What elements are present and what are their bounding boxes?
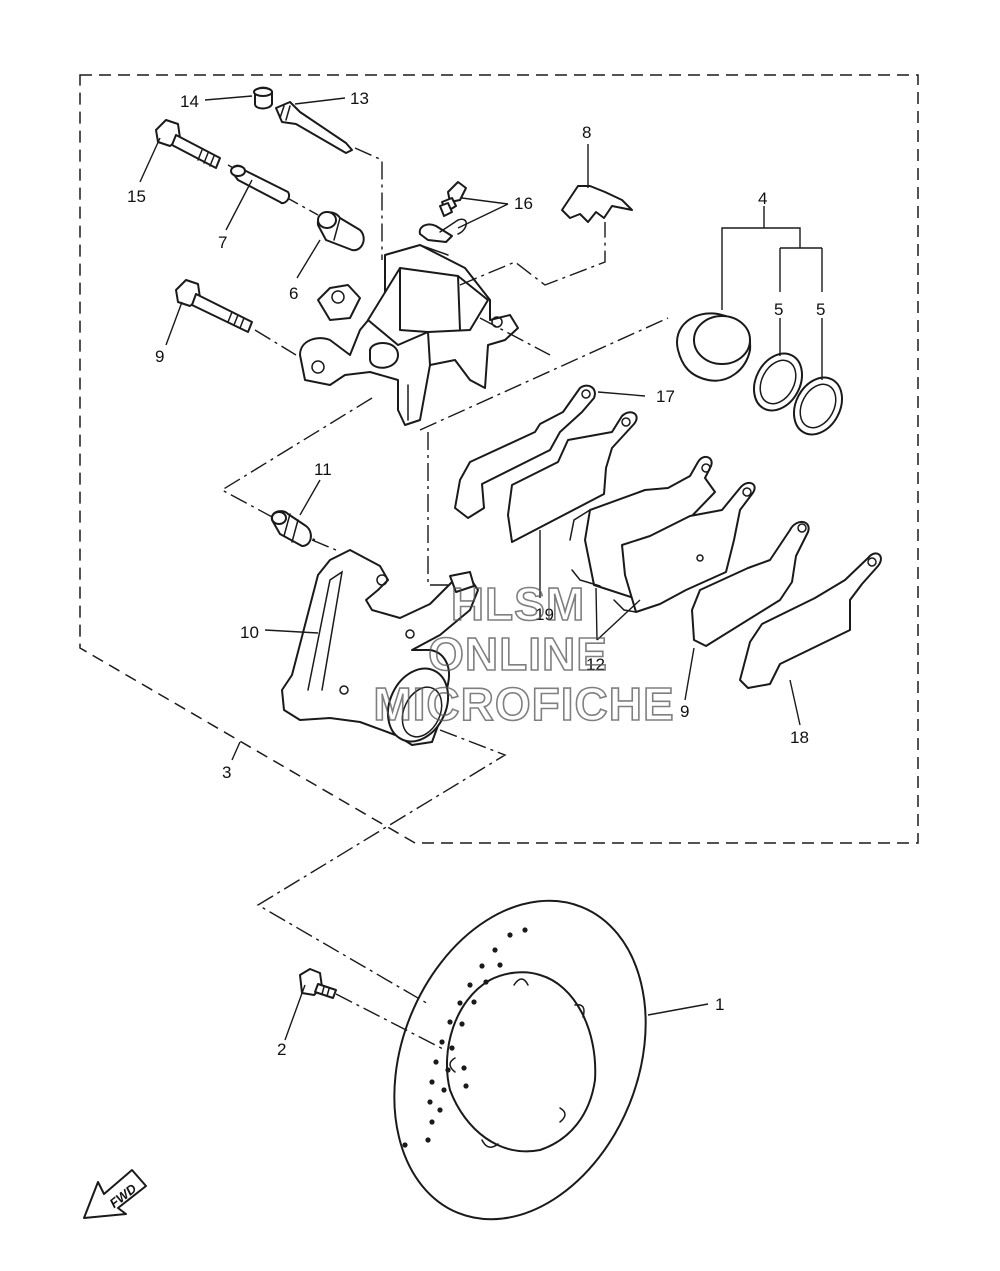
brake-pad-inner[interactable] [507,411,638,543]
pad-pin[interactable] [275,101,353,154]
caliper-bracket-axis [220,397,373,541]
caliper-pad-axis [427,432,455,586]
disc-holes [402,927,528,1148]
caliper-bolt-lower[interactable] [175,279,253,333]
callout-7: 7 [218,233,227,252]
callout-6: 6 [289,284,298,303]
caliper-boot-upper[interactable] [316,211,365,252]
caliper-piston-axis [419,317,669,431]
callout-5b: 5 [816,300,825,319]
caliper-boot-lower[interactable] [270,510,312,547]
pad-spring-axis [459,222,606,286]
pad-shim-outer[interactable] [739,552,882,689]
callout-16: 16 [514,194,533,213]
caliper-bolt-upper[interactable] [155,119,221,169]
pad-shim-inner[interactable] [454,384,596,519]
bolt-axis-9 [254,329,297,356]
caliper-bracket[interactable] [281,549,479,751]
bleed-cap[interactable] [439,202,453,217]
callout-12: 12 [586,655,605,674]
caliper-sleeve[interactable] [230,164,290,204]
watermark: HLSM ONLINE MICROFICHE [373,577,675,731]
caliper-body[interactable] [299,244,519,426]
caliper-assembly-boundary [79,74,919,844]
pin-plug[interactable] [253,86,273,110]
pad-spring[interactable] [561,185,633,223]
dust-seal[interactable] [784,369,851,443]
callout-numbers: 1 2 3 4 5 5 6 7 8 9 9 10 11 12 13 14 15 … [127,89,825,1059]
callout-9a: 9 [155,347,164,366]
brake-disc[interactable] [349,863,691,1257]
watermark-line-2: ONLINE [428,628,608,680]
callout-4: 4 [758,189,767,208]
callout-8: 8 [582,123,591,142]
callout-9b: 9 [680,702,689,721]
brake-pad-outer-b[interactable] [621,481,756,613]
callout-13: 13 [350,89,369,108]
callout-3: 3 [222,763,231,782]
callout-15: 15 [127,187,146,206]
bolt-center-line [335,993,446,1051]
pad-retainer-axis [479,317,551,356]
pad-shim-outer-a[interactable] [569,509,637,613]
callout-11: 11 [314,460,332,479]
watermark-line-3: MICROFICHE [373,678,674,730]
bracket-disc-connection [256,729,507,1006]
callout-1: 1 [715,995,724,1014]
disc-bolt[interactable] [299,968,337,999]
callout-17: 17 [656,387,675,406]
leader-lines [139,95,823,1041]
watermark-line-1: HLSM [451,578,585,630]
callout-2: 2 [277,1040,286,1059]
callout-14: 14 [180,92,199,111]
callout-10: 10 [240,623,259,642]
piston-seal[interactable] [744,345,811,419]
caliper-piston[interactable] [676,312,752,382]
callout-5a: 5 [774,300,783,319]
pin-axis-top [354,147,383,260]
boot-axis-lower [311,539,337,551]
callout-19: 19 [535,605,554,624]
fwd-arrow-icon: FWD [83,1169,147,1219]
brake-pad-outer-c[interactable] [691,521,810,647]
callout-18: 18 [790,728,809,747]
